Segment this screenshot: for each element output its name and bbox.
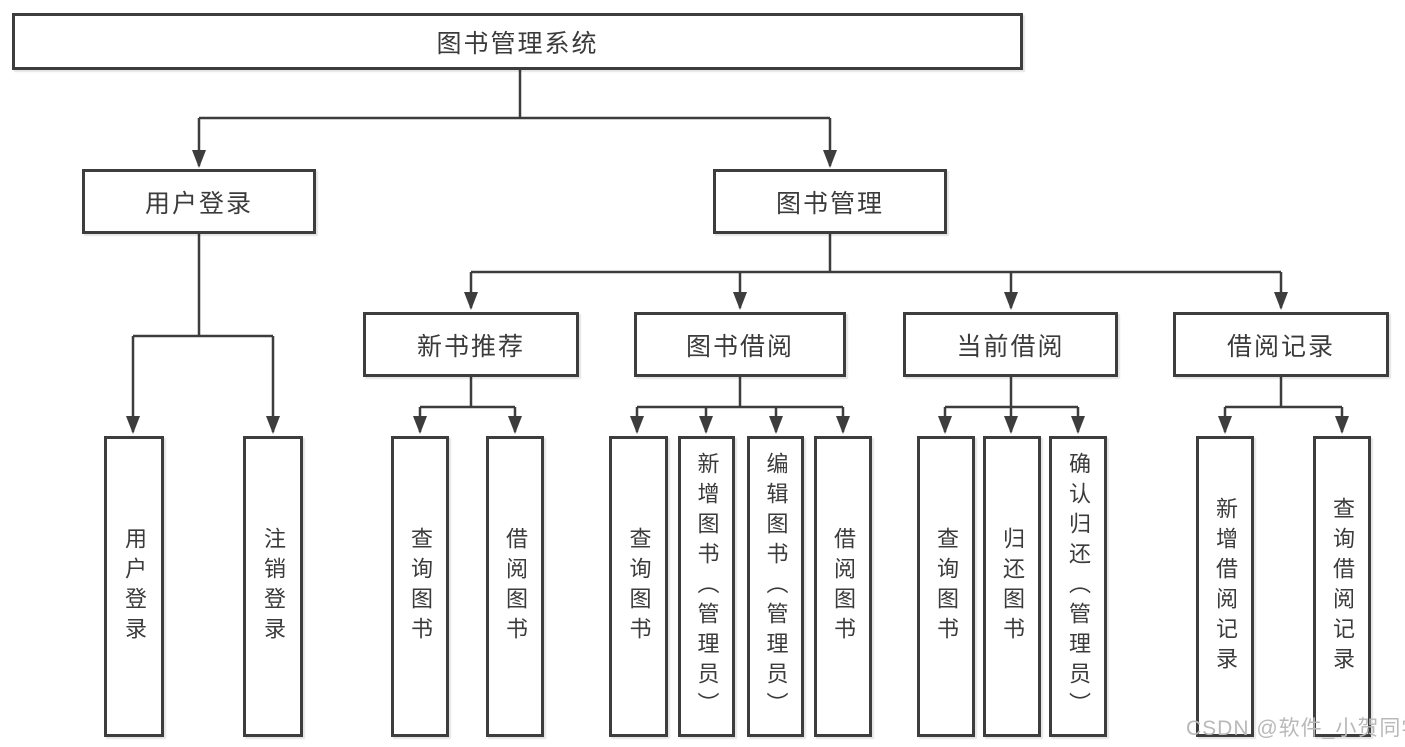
leaf-cb-query-books: 查询图书 bbox=[917, 436, 975, 737]
leaf-bb-borrow-books: 借阅图书 bbox=[814, 436, 872, 737]
leaf-nb-query-books: 查询图书 bbox=[391, 436, 449, 737]
node-new-book-recommend: 新书推荐 bbox=[363, 312, 579, 377]
node-book-borrow: 图书借阅 bbox=[634, 312, 846, 377]
csdn-watermark: CSDN @软件_小贺同学 bbox=[1186, 717, 1405, 740]
node-root: 图书管理系统 bbox=[12, 13, 1023, 70]
node-book-management: 图书管理 bbox=[713, 169, 947, 234]
leaf-bb-add-books-admin: 新增图书（管理员） bbox=[678, 436, 735, 737]
leaf-br-query-record: 查询借阅记录 bbox=[1313, 436, 1371, 737]
leaf-cb-return-books: 归还图书 bbox=[983, 436, 1041, 737]
leaf-logout: 注销登录 bbox=[243, 436, 303, 737]
node-user-login: 用户登录 bbox=[82, 169, 316, 234]
leaf-user-login: 用户登录 bbox=[104, 436, 164, 737]
leaf-bb-query-books: 查询图书 bbox=[609, 436, 668, 737]
node-current-borrow: 当前借阅 bbox=[903, 312, 1118, 377]
node-borrow-records: 借阅记录 bbox=[1173, 312, 1389, 377]
leaf-br-add-record: 新增借阅记录 bbox=[1196, 436, 1254, 737]
leaf-bb-edit-books-admin: 编辑图书（管理员） bbox=[747, 436, 804, 737]
leaf-cb-confirm-return-admin: 确认归还（管理员） bbox=[1049, 436, 1107, 737]
leaf-nb-borrow-books: 借阅图书 bbox=[486, 436, 544, 737]
